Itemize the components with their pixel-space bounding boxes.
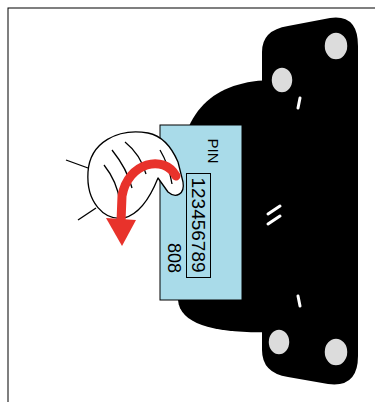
pin-card-area: 123456789 PIN 808 bbox=[160, 125, 242, 300]
card-number: 808 bbox=[165, 243, 183, 273]
plate-marks bbox=[268, 98, 300, 306]
figure-frame bbox=[8, 8, 375, 402]
pin-number: 123456789 bbox=[189, 177, 208, 272]
pin-number-box: 123456789 bbox=[186, 173, 211, 278]
mounting-plate bbox=[262, 18, 358, 385]
pull-arrowhead bbox=[106, 218, 136, 246]
pull-arrow bbox=[121, 164, 176, 222]
card-heading: PIN bbox=[206, 138, 221, 163]
plate-screws bbox=[268, 32, 348, 366]
